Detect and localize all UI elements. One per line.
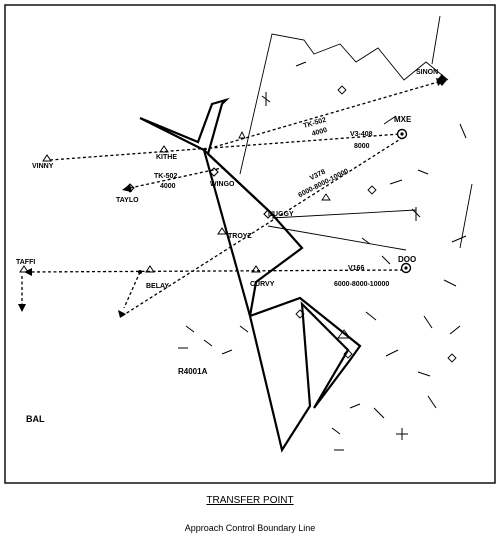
route-belay-south bbox=[123, 271, 141, 309]
east-edge-line bbox=[459, 183, 473, 249]
boundary-east-edge bbox=[207, 153, 304, 317]
airspace-map: SINON MXE VINNY KITHE TAYLO WINGO NUGGY … bbox=[4, 4, 496, 484]
map-svg: SINON MXE VINNY KITHE TAYLO WINGO NUGGY … bbox=[4, 4, 496, 484]
label-taylo: TAYLO bbox=[116, 197, 139, 204]
route-tk502-lower-name: TK-502 bbox=[154, 173, 177, 180]
terrain-symbols bbox=[238, 85, 457, 363]
label-belay: BELAY bbox=[146, 283, 169, 290]
label-doo: DOO bbox=[398, 255, 416, 264]
navaid-symbols bbox=[19, 74, 447, 274]
taffi-fix-icon bbox=[19, 265, 29, 273]
label-r4001a: R4001A bbox=[178, 367, 208, 376]
troyz-fix-icon bbox=[217, 227, 227, 235]
route-v166 bbox=[25, 269, 407, 273]
route-v166-name: V166 bbox=[348, 265, 364, 272]
wingo-fix-icon bbox=[209, 167, 219, 177]
route-v166-alt: 6000-8000-10000 bbox=[334, 281, 389, 288]
label-sinon: SINON bbox=[416, 69, 438, 76]
route-v3-name: V3-408 bbox=[350, 131, 373, 138]
airways bbox=[18, 78, 444, 318]
route-v3-alt: 8000 bbox=[354, 143, 370, 150]
route-vinny-mxe bbox=[49, 133, 401, 161]
boundary-outline bbox=[139, 97, 362, 453]
northern-boundary-line bbox=[239, 33, 449, 175]
route-tk502-lower-alt: 4000 bbox=[160, 183, 176, 190]
belay-fix-icon bbox=[145, 265, 155, 273]
label-troyz: TROYZ bbox=[228, 233, 252, 240]
boundary-inner-edge bbox=[203, 149, 271, 213]
east-line-upper bbox=[271, 209, 417, 219]
nuggy-fix-icon bbox=[263, 209, 273, 219]
approach-control-boundary bbox=[139, 97, 362, 453]
sinon-fix-icon bbox=[437, 74, 447, 86]
background-lines bbox=[239, 15, 473, 251]
curvy-fix-icon bbox=[251, 265, 261, 273]
label-bal: BAL bbox=[26, 414, 45, 424]
northeast-line bbox=[431, 15, 441, 65]
label-curvy: CURVY bbox=[250, 281, 275, 288]
route-taylo-wingo bbox=[129, 167, 223, 189]
caption-subtitle: Approach Control Boundary Line bbox=[184, 523, 316, 533]
kithe-fix-icon bbox=[159, 145, 169, 153]
route-tk502-upper-alt: 4000 bbox=[311, 127, 328, 138]
label-kithe: KITHE bbox=[156, 154, 177, 161]
route-v378 bbox=[121, 137, 403, 317]
map-border bbox=[4, 4, 496, 484]
terrain-ticks bbox=[178, 61, 467, 451]
belay-point-icon bbox=[138, 270, 142, 274]
label-vinny: VINNY bbox=[32, 163, 54, 170]
label-nuggy: NUGGY bbox=[268, 211, 294, 218]
route-tk502-upper bbox=[203, 81, 439, 151]
label-taffi: TAFFI bbox=[16, 259, 35, 266]
taylo-fix-icon bbox=[125, 183, 135, 193]
label-mxe: MXE bbox=[394, 115, 412, 124]
east-line-lower bbox=[267, 225, 407, 251]
caption-title: TRANSFER POINT bbox=[206, 495, 294, 506]
label-wingo: WINGO bbox=[210, 181, 235, 188]
fix-labels: SINON MXE VINNY KITHE TAYLO WINGO NUGGY … bbox=[16, 69, 438, 424]
vinny-fix-icon bbox=[42, 154, 52, 162]
